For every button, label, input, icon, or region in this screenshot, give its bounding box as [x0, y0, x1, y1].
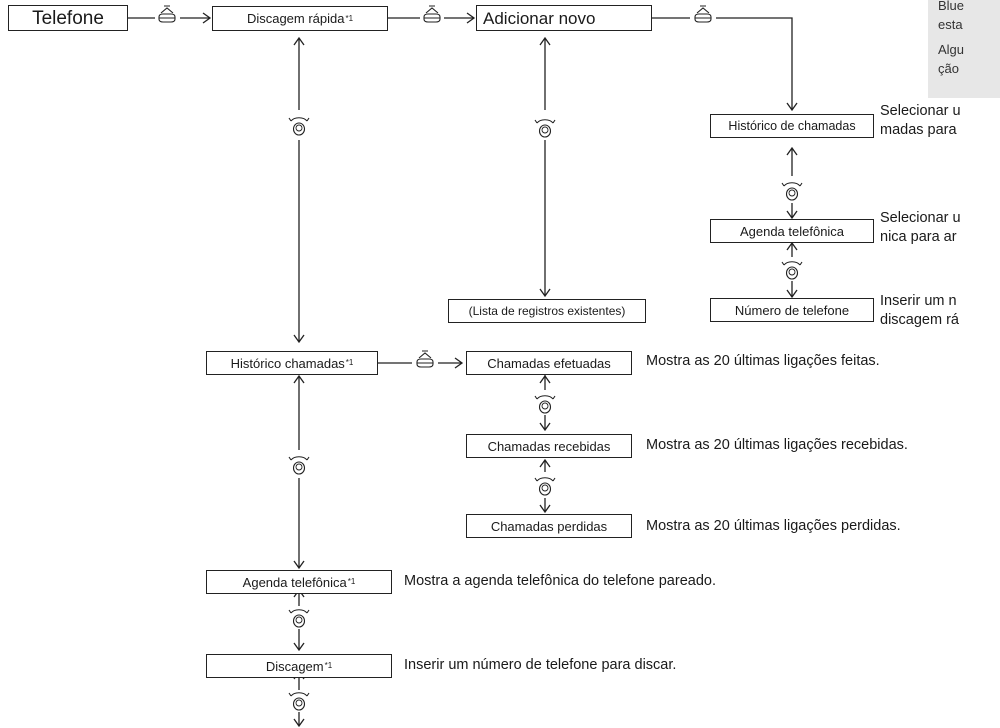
box-telefone: Telefone	[8, 5, 128, 31]
box-label: Agenda telefônica	[242, 574, 347, 590]
box-label: Histórico de chamadas	[728, 118, 856, 133]
box-chamadas-perdidas: Chamadas perdidas	[466, 514, 632, 538]
side-note: Blue esta Algu ção	[928, 0, 1000, 98]
box-agenda-telefonica: Agenda telefônica*1	[206, 570, 392, 594]
desc-chamadas-efetuadas: Mostra as 20 últimas ligações feitas.	[646, 353, 880, 369]
box-label: Adicionar novo	[483, 8, 596, 28]
box-label: Histórico chamadas	[230, 355, 345, 371]
desc-numero-de-telefone: Inserir um n discagem rá	[880, 292, 959, 330]
side-note-line: Blue	[938, 0, 965, 13]
box-discagem: Discagem*1	[206, 654, 392, 678]
desc-chamadas-recebidas: Mostra as 20 últimas ligações recebidas.	[646, 437, 908, 453]
box-chamadas-efetuadas: Chamadas efetuadas	[466, 351, 632, 375]
desc-agenda-telefonica: Mostra a agenda telefônica do telefone p…	[404, 573, 716, 589]
box-label: Agenda telefônica	[739, 223, 845, 239]
box-lista-registros: (Lista de registros existentes)	[448, 299, 646, 323]
box-label: Chamadas efetuadas	[487, 355, 611, 371]
desc-agenda-telefonica-sub: Selecionar u nica para ar	[880, 209, 961, 247]
box-chamadas-recebidas: Chamadas recebidas	[466, 434, 632, 458]
box-label: Discagem rápida	[246, 11, 345, 26]
box-adicionar-novo: Adicionar novo	[476, 5, 652, 31]
footnote-marker: *1	[347, 577, 356, 586]
side-note-line: ção	[938, 61, 959, 76]
box-label: Chamadas recebidas	[487, 438, 611, 454]
footnote-marker: *1	[345, 358, 354, 367]
box-label: Número de telefone	[734, 302, 850, 318]
box-label: Chamadas perdidas	[490, 518, 608, 534]
side-note-line: Algu	[938, 42, 965, 57]
desc-line: madas para	[880, 122, 957, 138]
box-discagem-rapida: Discagem rápida*1	[212, 6, 388, 31]
desc-line: nica para ar	[880, 229, 957, 245]
box-label: Telefone	[32, 7, 104, 29]
box-label: (Lista de registros existentes)	[468, 304, 626, 318]
desc-line: Inserir um n	[880, 293, 957, 309]
footnote-marker: *1	[345, 13, 354, 23]
desc-historico-de-chamadas: Selecionar u madas para	[880, 102, 961, 140]
box-label: Discagem	[265, 658, 324, 674]
footnote-marker: *1	[324, 661, 333, 670]
box-numero-de-telefone: Número de telefone	[710, 298, 874, 322]
desc-discagem: Inserir um número de telefone para disca…	[404, 657, 677, 673]
box-agenda-telefonica-sub: Agenda telefônica	[710, 219, 874, 243]
desc-chamadas-perdidas: Mostra as 20 últimas ligações perdidas.	[646, 518, 901, 534]
desc-line: Selecionar u	[880, 210, 961, 226]
side-note-line: esta	[938, 17, 963, 32]
desc-line: discagem rá	[880, 312, 959, 328]
desc-line: Selecionar u	[880, 103, 961, 119]
box-historico-de-chamadas: Histórico de chamadas	[710, 114, 874, 138]
box-historico-chamadas: Histórico chamadas*1	[206, 351, 378, 375]
